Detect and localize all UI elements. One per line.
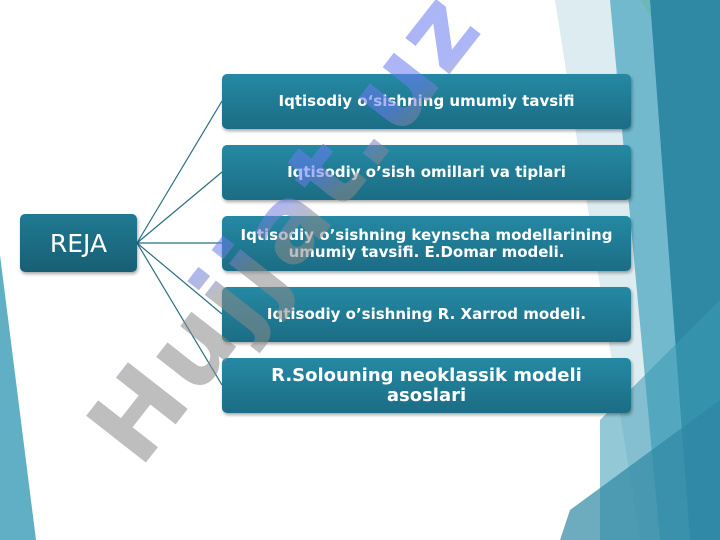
connector-line-5 bbox=[136, 242, 223, 386]
branch-node-label: R.Solouning neoklassik modeli asoslari bbox=[271, 364, 582, 406]
branch-node-1: Iqtisodiy o‘sishning umumiy tavsifi bbox=[222, 74, 631, 129]
right-accent-triangle bbox=[560, 400, 720, 540]
root-node-label: REJA bbox=[49, 228, 108, 258]
branch-node-5: R.Solouning neoklassik modeli asoslari bbox=[222, 358, 631, 413]
connector-line-1 bbox=[136, 100, 223, 244]
connector-line-2 bbox=[136, 171, 223, 244]
branch-node-label: Iqtisodiy o’sishning R. Xarrod modeli. bbox=[266, 305, 587, 324]
branch-node-3: Iqtisodiy o’sishning keynscha modellarin… bbox=[222, 216, 631, 271]
root-node-reja: REJA bbox=[20, 214, 137, 272]
branch-node-label: Iqtisodiy o‘sishning umumiy tavsifi bbox=[278, 92, 575, 111]
branch-node-4: Iqtisodiy o’sishning R. Xarrod modeli. bbox=[222, 287, 631, 342]
branch-node-label: Iqtisodiy o’sish omillari va tiplari bbox=[287, 163, 566, 182]
branch-node-label: Iqtisodiy o’sishning keynscha modellarin… bbox=[240, 226, 613, 261]
branch-node-2: Iqtisodiy o’sish omillari va tiplari bbox=[222, 145, 631, 200]
connector-line-4 bbox=[136, 242, 223, 315]
left-accent-shape bbox=[0, 255, 36, 540]
